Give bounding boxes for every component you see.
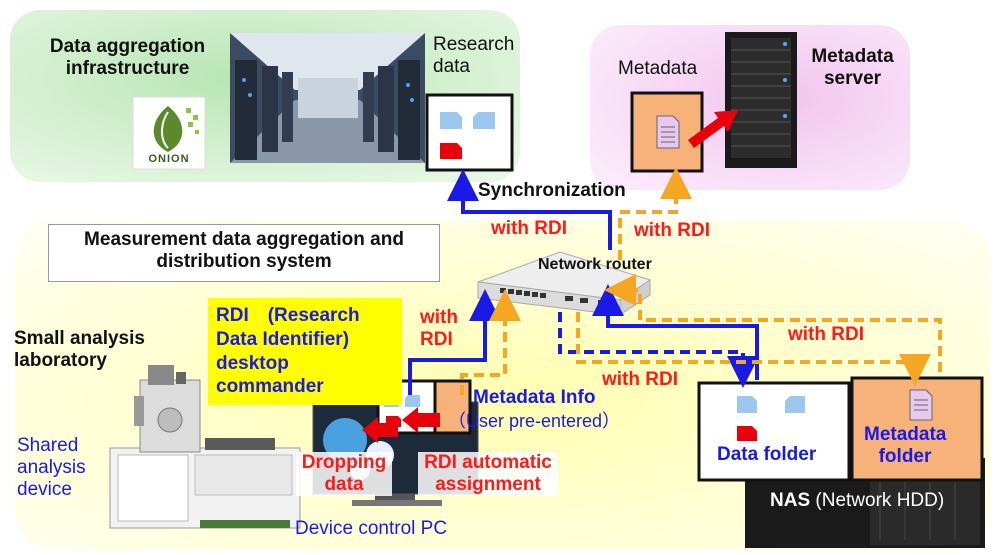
with-rdi-pc: with RDI [420, 307, 458, 350]
sync-blue-arrow [447, 169, 612, 250]
nas-label-bold: NAS [770, 490, 811, 511]
research-data-label: Research data [433, 34, 515, 77]
nas-orange-arrow-down [576, 312, 931, 386]
shared-device-label: Shared analysis device [17, 435, 86, 500]
nas-label-rest: (Network HDD) [810, 490, 945, 511]
rdi-auto-label: RDI automatic assignment [418, 452, 558, 496]
network-router-label: Network router [538, 256, 652, 273]
metadata-folder-label: Metadata folder [864, 424, 947, 467]
device-pc-label: Device control PC [295, 518, 448, 539]
metadata-server-title: Metadata server [811, 46, 894, 89]
dropping-data-label: Dropping data [296, 452, 392, 496]
rdi-commander-note: RDI (Research Data Identifier) desktop c… [208, 298, 402, 405]
synchronization-label: Synchronization [478, 180, 626, 201]
metadata-info-label: Metadata Info [473, 387, 596, 408]
with-rdi-nas-top: with RDI [788, 324, 864, 345]
user-pre-entered-label: （User pre-entered） [448, 411, 621, 431]
with-rdi-sync-left: with RDI [491, 218, 567, 239]
infrastructure-title: Data aggregation infrastructure [49, 36, 206, 79]
onion-logo-text: ONION [148, 153, 190, 165]
data-folder-label: Data folder [717, 444, 817, 465]
system-title-box: Measurement data aggregation and distrib… [48, 224, 440, 282]
nas-label: NAS (Network HDD) [770, 490, 944, 512]
nas-orange-arrow-up [604, 274, 942, 372]
nas-blue-arrow-up [592, 284, 759, 380]
sync-orange-arrow [618, 167, 692, 260]
small-lab-title: Small analysis laboratory [14, 328, 145, 371]
with-rdi-nas-mid: with RDI [602, 369, 678, 390]
pc-blue-arrow [408, 289, 501, 395]
metadata-label: Metadata [618, 58, 698, 79]
with-rdi-sync-right: with RDI [634, 220, 710, 241]
pc-orange-arrow [460, 289, 521, 395]
